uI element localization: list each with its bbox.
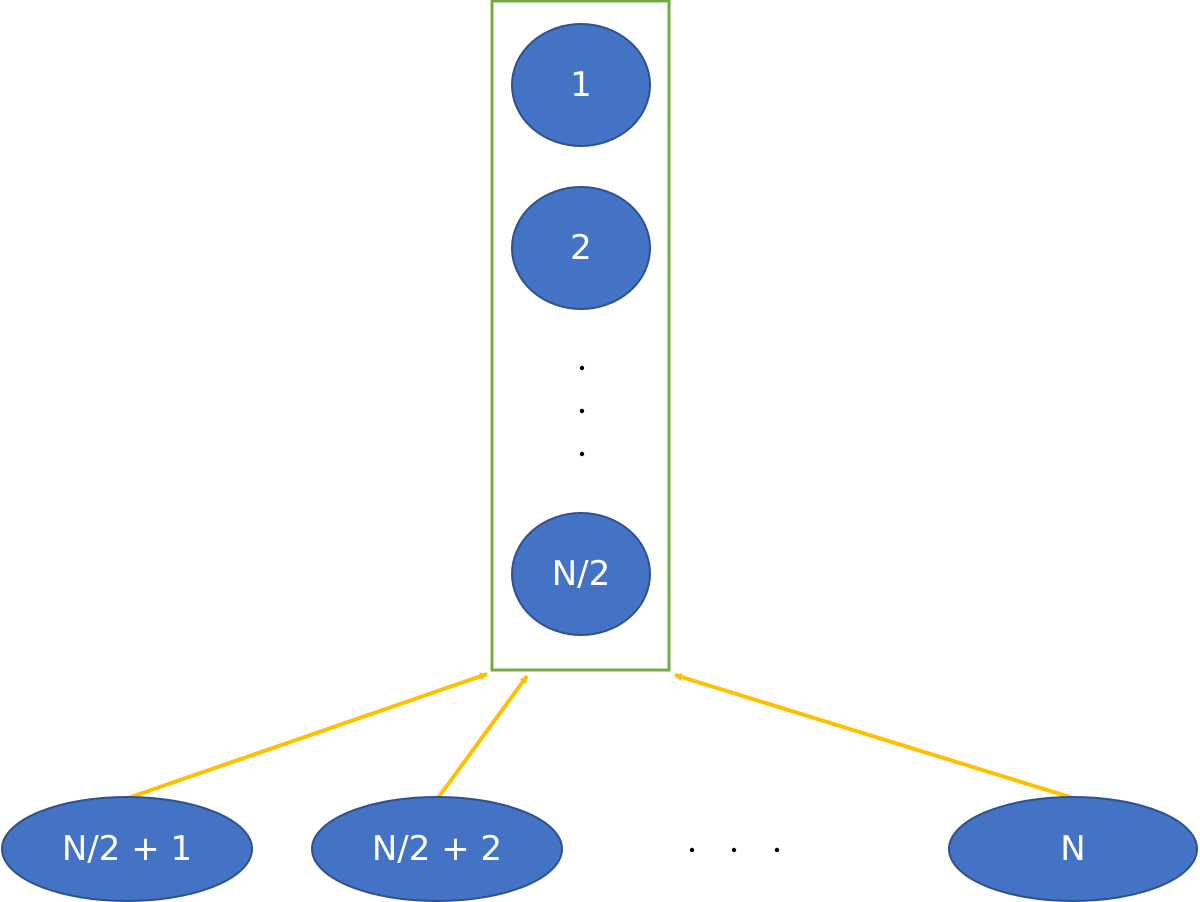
node-label: N/2 + 2 bbox=[372, 829, 502, 869]
node-ellipse bbox=[1, 796, 253, 902]
bottom-node-n-half-plus-1: N/2 + 1 bbox=[1, 796, 253, 902]
horizontal-ellipsis bbox=[689, 847, 780, 853]
node-label: N/2 bbox=[552, 554, 611, 594]
node-label: N/2 + 1 bbox=[62, 829, 192, 869]
node-ellipse bbox=[511, 23, 651, 147]
node-ellipse bbox=[511, 512, 651, 636]
arrow-n-half-plus-2-to-group bbox=[436, 674, 529, 800]
vertical-ellipsis bbox=[579, 365, 585, 457]
ellipsis-dot bbox=[579, 365, 585, 371]
bottom-node-n: N bbox=[948, 796, 1198, 902]
ellipsis-dot bbox=[579, 408, 585, 414]
group-node-n-half: N/2 bbox=[511, 512, 651, 636]
group-node-2: 2 bbox=[511, 186, 651, 310]
ellipsis-dot bbox=[774, 847, 780, 853]
bottom-node-n-half-plus-2: N/2 + 2 bbox=[311, 796, 563, 902]
arrow-n-to-group bbox=[674, 673, 1074, 800]
node-label: N bbox=[1060, 829, 1085, 869]
ellipsis-dot bbox=[689, 847, 695, 853]
group-node-1: 1 bbox=[511, 23, 651, 147]
node-ellipse bbox=[311, 796, 563, 902]
ellipsis-dot bbox=[731, 847, 737, 853]
node-label: 1 bbox=[570, 65, 592, 105]
node-ellipse bbox=[948, 796, 1198, 902]
arrow-n-half-plus-1-to-group bbox=[127, 672, 488, 800]
node-label: 2 bbox=[570, 228, 592, 268]
group-box bbox=[490, 0, 671, 672]
node-ellipse bbox=[511, 186, 651, 310]
ellipsis-dot bbox=[579, 451, 585, 457]
